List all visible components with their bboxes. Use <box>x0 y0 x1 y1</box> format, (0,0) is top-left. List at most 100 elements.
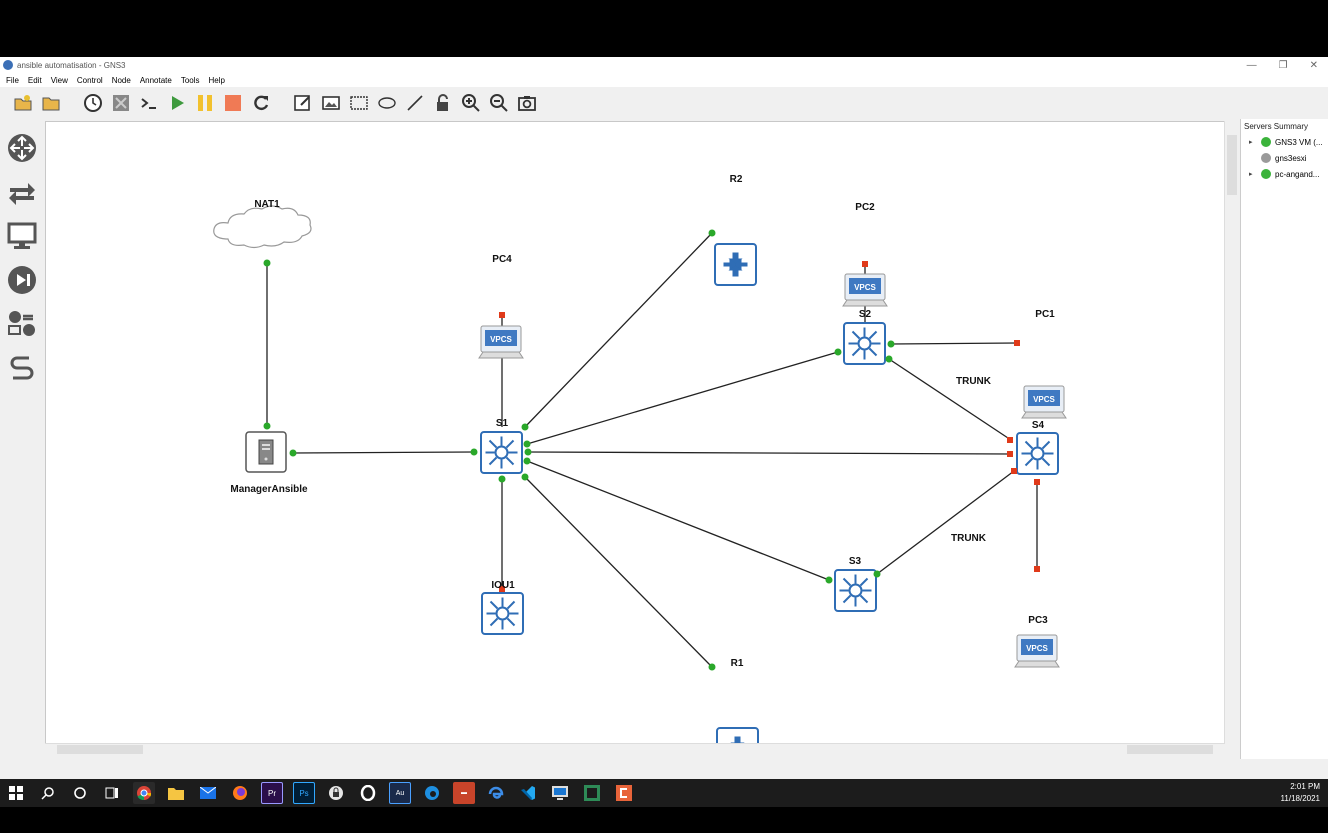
link-s1-s2[interactable] <box>526 351 839 445</box>
browse-switches-button[interactable] <box>6 176 38 208</box>
stop-all-button[interactable] <box>222 92 244 114</box>
file-explorer-icon[interactable] <box>165 782 187 804</box>
expand-arrow-icon[interactable]: ▸ <box>1249 139 1253 146</box>
node-label-r2[interactable]: R2 <box>729 174 743 185</box>
remote-desktop-icon[interactable] <box>549 782 571 804</box>
expand-arrow-icon[interactable]: ▸ <box>1249 171 1253 178</box>
minimize-button[interactable]: — <box>1246 59 1257 71</box>
lock-items-button[interactable] <box>432 92 454 114</box>
server-item-gns3esxi[interactable]: gns3esxi <box>1241 150 1328 166</box>
draw-ellipse-button[interactable] <box>376 92 398 114</box>
node-label-s3[interactable]: S3 <box>848 556 862 567</box>
draw-rectangle-button[interactable] <box>348 92 370 114</box>
pc4-vpcs-icon[interactable]: VPCS <box>478 325 524 359</box>
adobe-audition-icon[interactable]: Au <box>389 782 411 804</box>
windows-start-icon[interactable] <box>5 782 27 804</box>
show-interface-labels-button[interactable] <box>110 92 132 114</box>
node-label-s4[interactable]: S4 <box>1031 420 1045 431</box>
node-label-r1[interactable]: R1 <box>730 658 744 669</box>
photoshop-icon[interactable]: Ps <box>293 782 315 804</box>
maximize-button[interactable]: ❐ <box>1278 59 1288 71</box>
menu-file[interactable]: File <box>6 75 19 85</box>
browse-routers-button[interactable] <box>6 132 38 164</box>
add-link-button[interactable] <box>6 352 38 384</box>
app-red-icon[interactable]: ▬ <box>453 782 475 804</box>
close-button[interactable]: ✕ <box>1309 59 1318 71</box>
start-all-button[interactable] <box>166 92 188 114</box>
server-item-pc-angand[interactable]: ▸ pc-angand... <box>1241 166 1328 182</box>
node-label-pc1[interactable]: PC1 <box>1035 309 1055 320</box>
screenshot-button[interactable] <box>516 92 538 114</box>
manager-ansible-server-icon[interactable] <box>245 431 287 473</box>
cortana-icon[interactable] <box>69 782 91 804</box>
browse-security-devices-button[interactable] <box>6 264 38 296</box>
pc3-vpcs-icon[interactable]: VPCS <box>1014 634 1060 668</box>
node-label-pc3[interactable]: PC3 <box>1028 615 1048 626</box>
search-icon[interactable] <box>37 782 59 804</box>
zoom-in-button[interactable] <box>460 92 482 114</box>
browse-end-devices-button[interactable] <box>6 220 38 252</box>
menu-tools[interactable]: Tools <box>180 75 200 85</box>
trunk-label-s2-s4[interactable]: TRUNK <box>956 376 991 387</box>
menu-control[interactable]: Control <box>76 75 103 85</box>
pc1-vpcs-icon[interactable]: VPCS <box>1021 385 1067 419</box>
node-label-s2[interactable]: S2 <box>858 309 872 320</box>
r1-router-icon[interactable] <box>716 727 759 744</box>
terminal-app-icon[interactable] <box>581 782 603 804</box>
open-project-button[interactable] <box>40 92 62 114</box>
reload-all-button[interactable] <box>250 92 272 114</box>
s1-switch-icon[interactable] <box>480 431 523 474</box>
firefox-icon[interactable] <box>229 782 251 804</box>
link-s2-pc1[interactable] <box>890 342 1018 345</box>
topology-canvas[interactable]: VPCS VPCS VPCS VP <box>45 121 1225 744</box>
r2-router-icon[interactable] <box>714 243 757 286</box>
vscode-icon[interactable] <box>517 782 539 804</box>
s4-switch-icon[interactable] <box>1016 432 1059 475</box>
console-all-button[interactable] <box>138 92 160 114</box>
vpn-lock-icon[interactable] <box>325 782 347 804</box>
trunk-label-s3-s4[interactable]: TRUNK <box>951 533 986 544</box>
link-s3-s4[interactable] <box>876 470 1015 575</box>
node-label-pc4[interactable]: PC4 <box>492 254 512 265</box>
vertical-scroll-thumb[interactable] <box>1227 135 1237 195</box>
edge-icon[interactable] <box>421 782 443 804</box>
snapshot-button[interactable] <box>82 92 104 114</box>
iou1-switch-icon[interactable] <box>481 592 524 635</box>
node-label-manager-ansible[interactable]: ManagerAnsible <box>230 484 308 495</box>
taskbar-clock[interactable]: 2:01 PM 11/18/2021 <box>1281 781 1320 805</box>
server-item-gns3vm[interactable]: ▸ GNS3 VM (... <box>1241 134 1328 150</box>
new-project-button[interactable] <box>12 92 34 114</box>
link-s2-s4[interactable] <box>888 358 1012 441</box>
node-label-iou1[interactable]: IOU1 <box>491 580 515 591</box>
task-view-icon[interactable] <box>101 782 123 804</box>
menu-node[interactable]: Node <box>111 75 131 85</box>
node-label-pc2[interactable]: PC2 <box>855 202 875 213</box>
canvas-horizontal-scrollbar[interactable] <box>45 743 1225 755</box>
nat1-cloud-icon[interactable] <box>213 205 312 249</box>
zoom-out-button[interactable] <box>488 92 510 114</box>
premiere-icon[interactable]: Pr <box>261 782 283 804</box>
s2-switch-icon[interactable] <box>843 322 886 365</box>
menu-annotate[interactable]: Annotate <box>139 75 172 85</box>
menu-view[interactable]: View <box>50 75 68 85</box>
link-s1-r2[interactable] <box>524 232 713 428</box>
add-note-button[interactable] <box>292 92 314 114</box>
link-s1-r1[interactable] <box>524 476 713 668</box>
mail-icon[interactable] <box>197 782 219 804</box>
pc2-vpcs-icon[interactable]: VPCS <box>842 273 888 307</box>
draw-line-button[interactable] <box>404 92 426 114</box>
menu-edit[interactable]: Edit <box>27 75 42 85</box>
insert-picture-button[interactable] <box>320 92 342 114</box>
link-manager-s1[interactable] <box>292 451 475 454</box>
suspend-all-button[interactable] <box>194 92 216 114</box>
chrome-icon[interactable] <box>133 782 155 804</box>
menu-help[interactable]: Help <box>208 75 225 85</box>
canvas-vertical-scrollbar[interactable] <box>1224 121 1238 744</box>
s3-switch-icon[interactable] <box>834 569 877 612</box>
link-s1-s4[interactable] <box>527 451 1011 455</box>
link-s1-s3[interactable] <box>526 460 830 581</box>
node-label-nat1[interactable]: NAT1 <box>254 199 280 210</box>
node-label-s1[interactable]: S1 <box>495 418 509 429</box>
horizontal-scroll-thumb[interactable] <box>57 745 143 754</box>
browse-all-devices-button[interactable] <box>6 308 38 340</box>
